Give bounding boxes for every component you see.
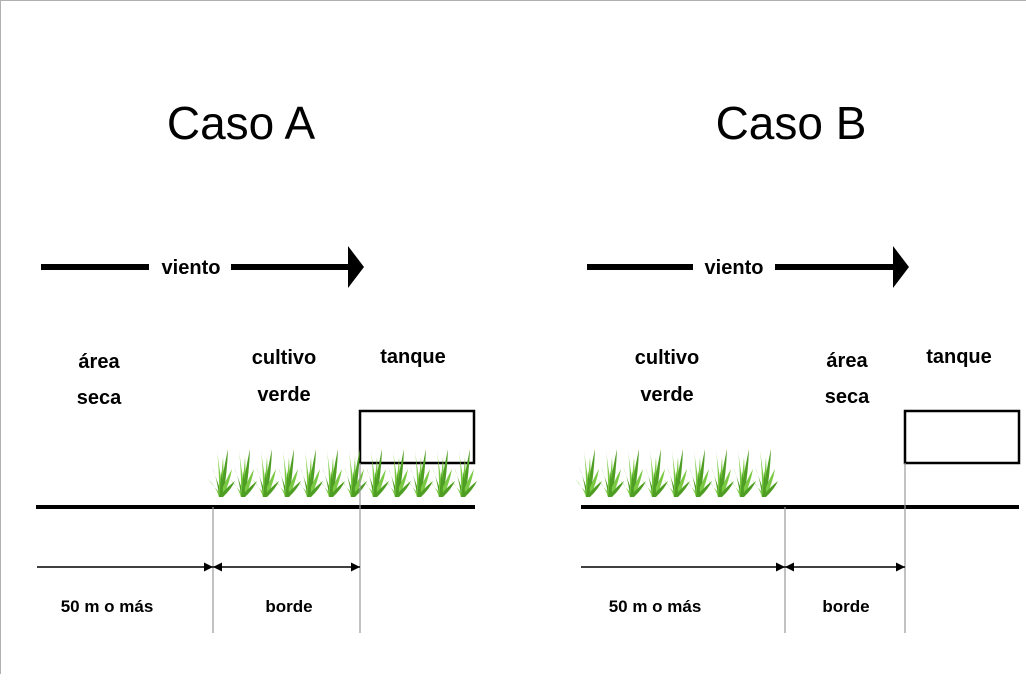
caso-a-zone2-line2: verde bbox=[257, 384, 310, 406]
wind-arrowhead-icon bbox=[893, 246, 909, 288]
crop-plant-icon bbox=[685, 449, 712, 497]
caso-b-zone1-line2: verde bbox=[640, 384, 693, 406]
caso-a-zone1-line1: área bbox=[78, 351, 120, 373]
caso-a-dim-right-label: borde bbox=[265, 597, 312, 616]
crop-plant-icon bbox=[751, 449, 778, 497]
crop-plant-icon bbox=[428, 449, 455, 497]
caso-a-zone2-line1: cultivo bbox=[252, 347, 316, 369]
caso-b-title: Caso B bbox=[716, 97, 867, 149]
crop-plant-icon bbox=[729, 449, 756, 497]
caso-a-panel: Caso A viento área seca cultivo verde ta… bbox=[36, 97, 477, 633]
caso-b-crop-vegetation bbox=[575, 449, 778, 497]
crop-plant-icon bbox=[450, 449, 477, 497]
caso-b-wind-arrow: viento bbox=[587, 246, 909, 288]
crop-plant-icon bbox=[340, 449, 367, 497]
crop-plant-icon bbox=[274, 449, 301, 497]
caso-a-title: Caso A bbox=[167, 97, 316, 149]
crop-plant-icon bbox=[707, 449, 734, 497]
crop-plant-icon bbox=[384, 449, 411, 497]
crop-plant-icon bbox=[619, 449, 646, 497]
caso-b-dim-left-label: 50 m o más bbox=[609, 597, 702, 616]
crop-plant-icon bbox=[663, 449, 690, 497]
caso-a-wind-label: viento bbox=[162, 257, 221, 279]
crop-plant-icon bbox=[252, 449, 279, 497]
caso-b-dim-right-label: borde bbox=[822, 597, 869, 616]
caso-b-tank bbox=[903, 409, 1021, 465]
crop-plant-icon bbox=[230, 449, 257, 497]
caso-b-zone1-line1: cultivo bbox=[635, 347, 699, 369]
crop-plant-icon bbox=[406, 449, 433, 497]
caso-a-tank bbox=[358, 409, 476, 465]
caso-b-zone2-line2: seca bbox=[825, 386, 870, 408]
caso-a-crop-vegetation bbox=[208, 449, 477, 497]
crop-plant-icon bbox=[208, 449, 235, 497]
caso-b-panel: Caso B viento cultivo verde área seca ta… bbox=[575, 97, 1021, 633]
crop-plant-icon bbox=[641, 449, 668, 497]
caso-b-tank-label: tanque bbox=[926, 346, 992, 368]
crop-plant-icon bbox=[296, 449, 323, 497]
caso-b-zone2-line1: área bbox=[826, 350, 868, 372]
crop-plant-icon bbox=[318, 449, 345, 497]
caso-a-zone1-line2: seca bbox=[77, 387, 122, 409]
caso-a-dim-left-label: 50 m o más bbox=[61, 597, 154, 616]
crop-plant-icon bbox=[597, 449, 624, 497]
wind-arrowhead-icon bbox=[348, 246, 364, 288]
crop-plant-icon bbox=[362, 449, 389, 497]
caso-a-wind-arrow: viento bbox=[41, 246, 364, 288]
caso-a-tank-label: tanque bbox=[380, 346, 446, 368]
crop-plant-icon bbox=[575, 449, 602, 497]
caso-b-wind-label: viento bbox=[705, 257, 764, 279]
